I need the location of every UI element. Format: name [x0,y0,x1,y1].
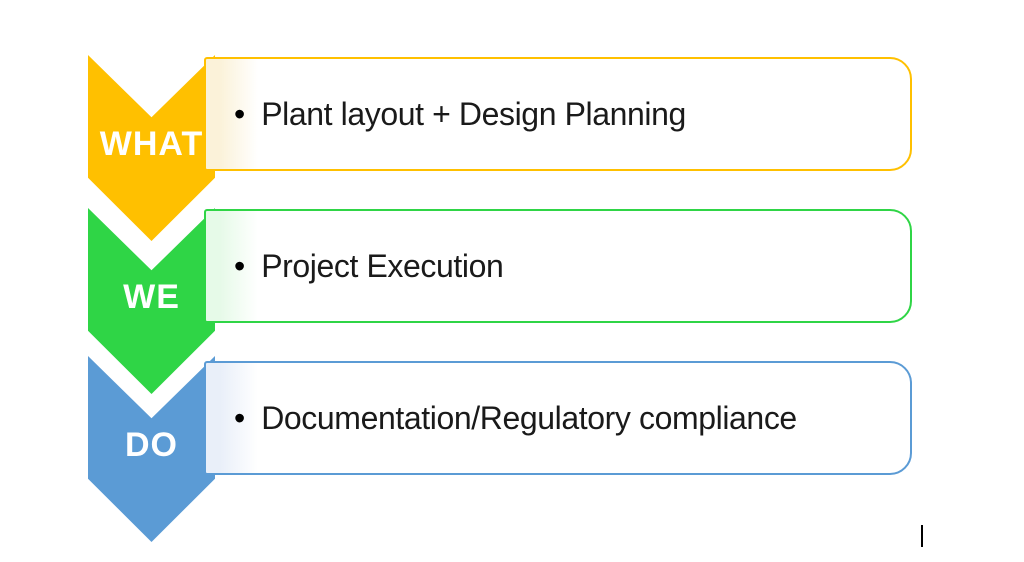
text-cursor [921,525,923,547]
chevron-down-arrow-what: WHAT [88,55,215,241]
chevron-label-do: DO [125,426,178,465]
card-text-we: Project Execution [261,247,504,284]
chevron-label-what: WHAT [99,125,204,164]
card-we: • Project Execution [204,209,912,323]
chevron-label-we: WE [123,278,180,317]
card-text-what: Plant layout + Design Planning [261,95,686,132]
card-do: • Documentation/Regulatory compliance [204,361,912,475]
bullet-icon: • [234,96,246,132]
card-text-do: Documentation/Regulatory compliance [261,399,797,436]
bullet-icon: • [234,400,246,436]
card-what: • Plant layout + Design Planning [204,57,912,171]
bullet-icon: • [234,248,246,284]
